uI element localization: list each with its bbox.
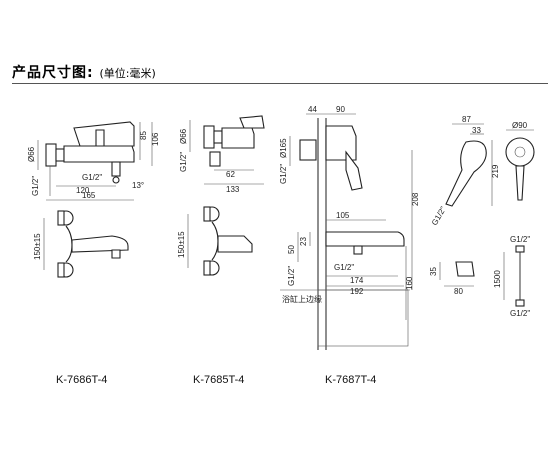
dim-150-b: 150±15 xyxy=(177,231,186,258)
model-label-c: K-7687T-4 xyxy=(325,374,376,386)
unit-note: (单位:毫米) xyxy=(99,67,156,80)
dim-g12-diverter: G1/2" xyxy=(334,263,354,272)
dim-133: 133 xyxy=(226,185,240,194)
dim-35: 35 xyxy=(429,267,438,276)
drawing-k7685-side: Ø66 G1/2" 62 133 xyxy=(179,115,265,194)
dim-d66-b: Ø66 xyxy=(179,128,188,144)
dim-1500: 1500 xyxy=(493,270,502,288)
dim-g12-hand: G1/2" xyxy=(430,205,448,227)
dim-62: 62 xyxy=(226,170,235,179)
connector xyxy=(55,148,65,162)
dim-208: 208 xyxy=(411,192,420,206)
dim-87: 87 xyxy=(462,115,471,124)
page-header: 产品尺寸图: (单位:毫米) xyxy=(12,62,548,86)
wall-flange xyxy=(45,143,57,167)
mixer-body xyxy=(221,127,255,149)
dim-g12-spout: G1/2" xyxy=(287,266,296,286)
drawing-k7687: 44 90 Ø165 G1/2" 208 105 50 23 G1/2" G1/… xyxy=(279,105,420,350)
lever-cap xyxy=(95,129,105,147)
dim-105: 105 xyxy=(336,211,350,220)
shower-holder xyxy=(455,261,475,277)
spout-front xyxy=(71,235,129,253)
tub-spout xyxy=(325,231,405,247)
wall-flange xyxy=(203,125,215,149)
mixer-lever xyxy=(239,115,265,129)
model-label-a: K-7686T-4 xyxy=(56,374,107,386)
header-divider xyxy=(12,83,548,84)
dim-g12-outlet: G1/2" xyxy=(82,173,102,182)
dim-219: 219 xyxy=(491,164,500,178)
model-label-b: K-7685T-4 xyxy=(193,374,244,386)
dim-44: 44 xyxy=(308,105,317,114)
dim-g12-inlet: G1/2" xyxy=(31,176,40,196)
drawing-k7685-front: 150±15 xyxy=(177,206,253,276)
drawing-k7686-side: Ø66 85 106 G1/2" 120 165 G1/2" 13° xyxy=(27,121,160,201)
mixer-body xyxy=(63,145,135,163)
dim-50: 50 xyxy=(287,245,296,254)
dim-90: 90 xyxy=(336,105,345,114)
page-title: 产品尺寸图: (单位:毫米) xyxy=(12,62,156,82)
dim-33: 33 xyxy=(472,126,481,135)
drawing-hand-shower: 87 33 219 G1/2" Ø90 35 80 G1/2" 1500 G1/… xyxy=(429,115,535,318)
hose-nut-top xyxy=(515,245,525,253)
handshower-side xyxy=(445,140,487,207)
dim-106: 106 xyxy=(151,132,160,146)
valve-lever xyxy=(345,150,363,191)
dim-d90: Ø90 xyxy=(512,121,528,130)
handshower-face xyxy=(505,137,535,167)
dim-g12-b: G1/2" xyxy=(179,152,188,172)
dim-174: 174 xyxy=(350,276,364,285)
dim-g12-hose-top: G1/2" xyxy=(510,235,530,244)
dim-23: 23 xyxy=(299,237,308,246)
handshower-handle xyxy=(515,165,525,201)
valve-trim xyxy=(325,125,357,161)
dim-165: 165 xyxy=(82,191,96,200)
dim-80: 80 xyxy=(454,287,463,296)
bottom-flange xyxy=(209,151,221,167)
body-front xyxy=(217,235,253,253)
dim-160: 160 xyxy=(405,276,414,290)
dim-g12-hose-bottom: G1/2" xyxy=(510,309,530,318)
dim-120: 120 xyxy=(76,186,90,195)
dim-150-a: 150±15 xyxy=(33,233,42,260)
diverter-outlet xyxy=(111,161,121,177)
dim-d66: Ø66 xyxy=(27,146,36,162)
tub-rim-note: 浴缸上边缘 xyxy=(282,294,322,304)
spout-diverter xyxy=(353,245,363,255)
dim-g12-valve: G1/2" xyxy=(279,164,288,184)
drawing-k7686-front: 150±15 xyxy=(33,210,129,278)
dim-192: 192 xyxy=(350,287,364,296)
hose-nut-bottom xyxy=(515,299,525,307)
dim-d165: Ø165 xyxy=(279,138,288,158)
diverter-knob xyxy=(112,176,120,184)
page-title-text: 产品尺寸图: xyxy=(12,65,94,81)
dim-85: 85 xyxy=(139,131,148,140)
dim-angle: 13° xyxy=(132,181,144,190)
